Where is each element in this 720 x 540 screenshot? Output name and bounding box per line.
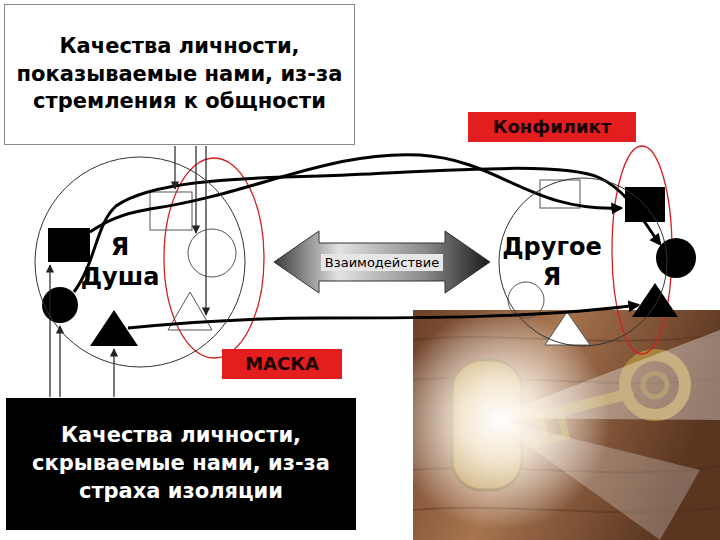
mask-tag: МАСКА: [222, 349, 342, 379]
quality-link: [74, 168, 660, 292]
hidden-circle: [42, 287, 78, 323]
leader-line: [113, 349, 114, 397]
quality-link: [128, 305, 638, 328]
conflict-tag: Конфиликт: [468, 112, 636, 142]
box-text: МАСКА: [245, 353, 319, 375]
circle-outline: [498, 177, 668, 347]
circle-outline: [499, 178, 667, 346]
quality-link: [90, 155, 621, 232]
circle-text: Другое Я: [502, 232, 602, 292]
shown-circle: [188, 229, 236, 277]
circle-label-wrap: Я Душа: [81, 232, 160, 292]
light-glow: [413, 310, 610, 530]
box-text: Конфиликт: [493, 116, 611, 138]
circle-outline: [35, 157, 245, 367]
box-text: Качества личности, скрываемые нами, из-з…: [18, 422, 344, 506]
leader-line: [195, 146, 196, 233]
callout-box: Качества личности, показываемые нами, из…: [4, 4, 355, 145]
hidden-square: [48, 228, 90, 262]
other-circle: Другое Я: [498, 177, 668, 347]
hidden-triangle: [632, 283, 678, 317]
leader-line: [59, 326, 60, 397]
shown-square: [150, 192, 192, 230]
leader-line: [49, 265, 50, 397]
edge-label: Взаимодействие: [321, 254, 443, 271]
interaction-arrow: [274, 231, 490, 293]
callout-box: Качества личности, скрываемые нами, из-з…: [6, 398, 356, 530]
hidden-circle: [656, 238, 696, 278]
leader-line: [174, 146, 175, 189]
box-text: Качества личности, показываемые нами, из…: [13, 33, 346, 117]
circle-outline: [34, 156, 246, 368]
self-circle: Я Душа: [34, 156, 246, 368]
circle-text: Я Душа: [81, 232, 160, 292]
leader-line: [205, 146, 206, 315]
circle-label-wrap: Другое Я: [502, 232, 602, 292]
